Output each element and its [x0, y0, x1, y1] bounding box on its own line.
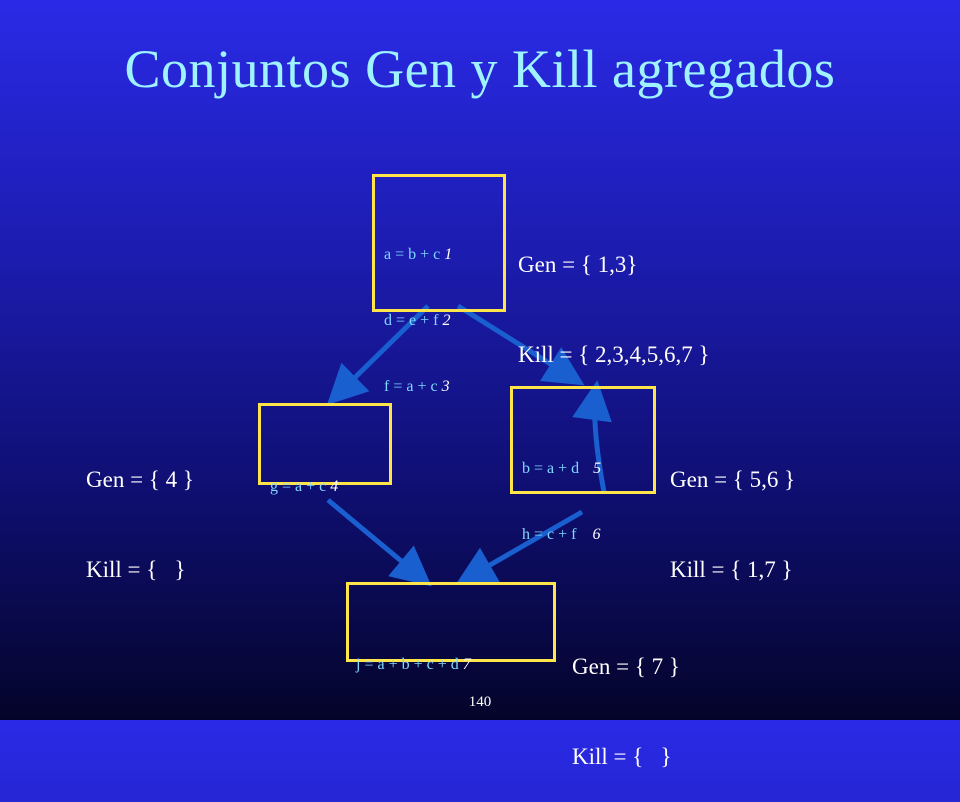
kill-set: Kill = { } [572, 744, 672, 769]
kill-set: Kill = { 1,7 } [670, 557, 793, 582]
gen-set: Gen = { 7 } [572, 654, 680, 679]
edge-b1-b3 [456, 303, 585, 386]
page-number: 140 [468, 694, 492, 710]
basic-block-2 [258, 403, 392, 485]
block-3-sets: Gen = { 5,6 } Kill = { 1,7 } [670, 405, 795, 615]
basic-block-3 [510, 386, 656, 494]
edge-b2-b4 [326, 498, 432, 587]
edge-b3-b4 [455, 509, 584, 585]
basic-block-1 [372, 174, 506, 312]
gen-set: Gen = { 5,6 } [670, 467, 796, 492]
edge-b3-loop [572, 380, 612, 493]
gen-set: Gen = { 4 } [86, 467, 194, 492]
slide-title: Conjuntos Gen y Kill agregados [124, 39, 836, 99]
block-2-sets: Gen = { 4 } Kill = { } [86, 405, 194, 615]
kill-set: Kill = { 2,3,4,5,6,7 } [518, 342, 710, 367]
flow-arrows [326, 303, 612, 587]
gen-set: Gen = { 1,3} [518, 252, 638, 277]
edge-b1-b2 [326, 304, 430, 405]
kill-set: Kill = { } [86, 557, 186, 582]
block-1-sets: Gen = { 1,3} Kill = { 2,3,4,5,6,7 } [518, 190, 710, 400]
basic-block-4 [346, 582, 556, 662]
